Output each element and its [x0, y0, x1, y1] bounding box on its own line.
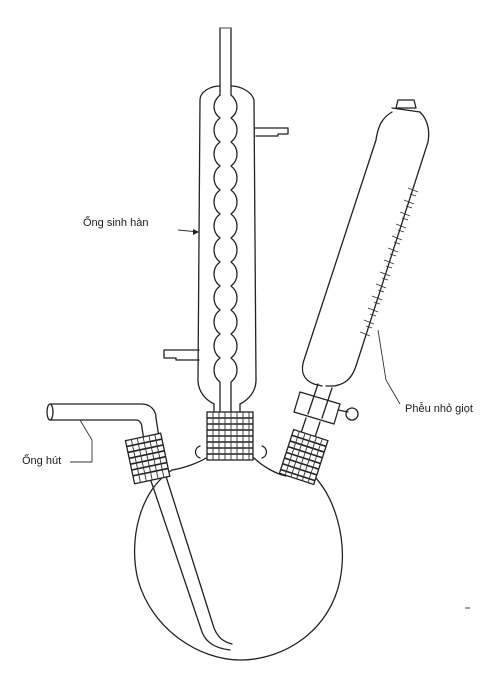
dropping-funnel	[293, 99, 430, 441]
left-joint	[124, 432, 171, 485]
suction-tube	[46, 403, 233, 651]
graduation-marks	[359, 187, 419, 337]
dropping-funnel-label: Phễu nhỏ giọt	[405, 403, 473, 415]
round-bottom-flask	[133, 445, 343, 661]
condenser	[163, 27, 289, 413]
center-joint	[206, 411, 254, 461]
condenser-leader	[177, 229, 200, 235]
funnel-leader	[377, 329, 401, 405]
suction-tube-label: Ống hút	[22, 455, 62, 467]
condenser-label: Ống sinh hàn	[83, 217, 149, 229]
right-joint	[278, 428, 329, 486]
suction-leader	[70, 419, 93, 463]
